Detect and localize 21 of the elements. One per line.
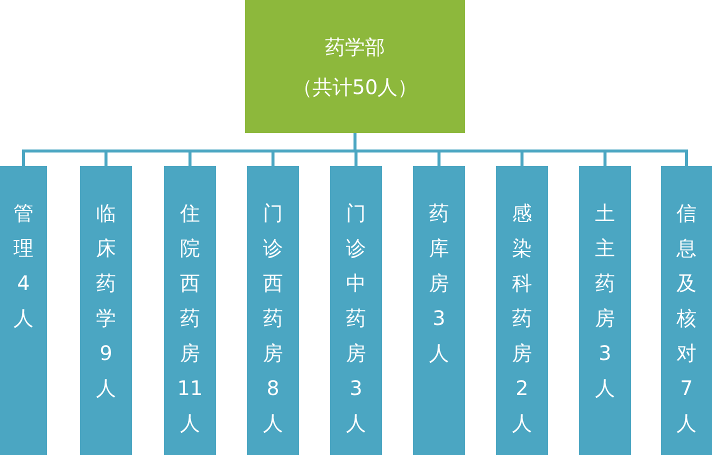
section-label: 管理4人	[12, 200, 34, 332]
department-label: 药学部	[325, 34, 385, 60]
section-box	[413, 166, 465, 455]
section-label: 门诊中药房3人	[345, 200, 367, 437]
section-box	[0, 166, 47, 455]
section-label: 感染科药房2人	[511, 200, 533, 437]
section-box	[330, 166, 382, 455]
section-label: 信息及核对7人	[676, 200, 698, 437]
section-label: 住院西药房11人	[176, 200, 204, 437]
section-label: 药库房3人	[428, 200, 450, 367]
section-label: 门诊西药房8人	[262, 200, 284, 437]
department-box	[245, 0, 465, 133]
section-box	[579, 166, 631, 455]
section-box	[80, 166, 132, 455]
section-box	[661, 166, 712, 455]
section-label: 土主药房3人	[594, 200, 616, 402]
section-box	[496, 166, 548, 455]
section-box	[247, 166, 299, 455]
department-label: （共计50人）	[292, 74, 418, 100]
section-label: 临床药学9人	[95, 200, 117, 402]
section-box	[164, 166, 216, 455]
